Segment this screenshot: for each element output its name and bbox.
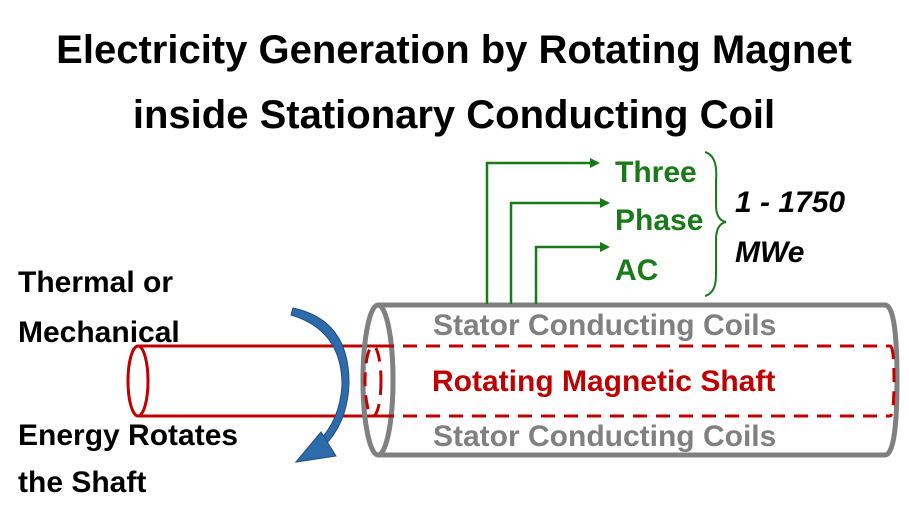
output-arrows	[485, 158, 610, 304]
left-label-line-1: Thermal or	[18, 266, 173, 299]
stator-top-label: Stator Conducting Coils	[433, 309, 776, 342]
output-line-2: Phase	[615, 204, 703, 237]
output-line-1: Three	[615, 156, 697, 189]
arrow-phase-1	[485, 158, 600, 304]
stator-cylinder	[360, 302, 900, 458]
power-line-2: MWe	[735, 236, 804, 269]
power-line-1: 1 - 1750	[735, 186, 845, 219]
output-line-3: AC	[615, 254, 658, 287]
stator-bottom-label: Stator Conducting Coils	[433, 420, 776, 453]
arrow-phase-2	[509, 198, 610, 304]
title-line-1: Electricity Generation by Rotating Magne…	[56, 28, 852, 72]
shaft-inside-dashed	[363, 344, 896, 418]
title-line-2: inside Stationary Conducting Coil	[133, 93, 775, 137]
shaft-label: Rotating Magnetic Shaft	[432, 365, 775, 398]
left-label-line-4: the Shaft	[18, 466, 146, 499]
shaft-end	[126, 344, 150, 418]
arrow-phase-3	[534, 242, 610, 304]
brace	[704, 151, 727, 297]
rotation-arrow-icon	[290, 307, 350, 463]
left-label-line-3: Energy Rotates	[18, 419, 238, 452]
left-label-line-2: Mechanical	[18, 316, 180, 349]
